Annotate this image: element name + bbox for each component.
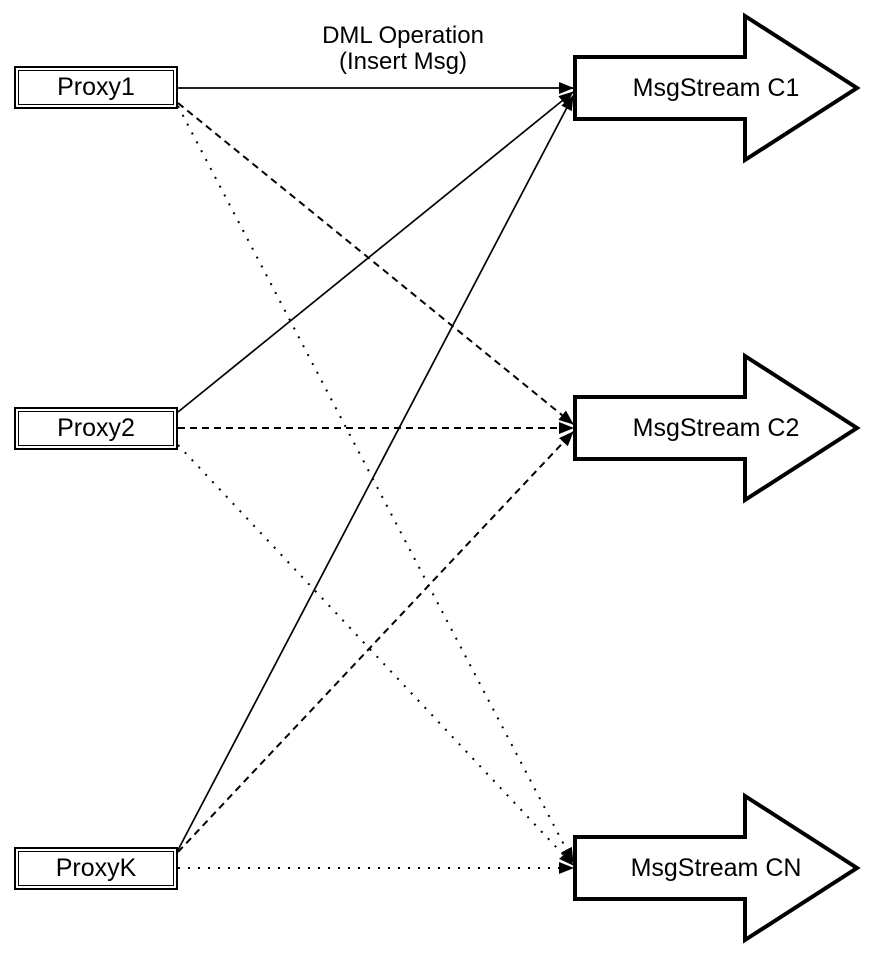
msgstream-c1-label: MsgStream C1 [632, 73, 800, 102]
proxy2-label: Proxy2 [57, 414, 135, 442]
edge-proxy2-cn [177, 444, 574, 866]
msgstream-cn-label: MsgStream CN [630, 853, 802, 882]
msgstream-c2-arrow [573, 352, 861, 504]
proxy1-label: Proxy1 [57, 73, 135, 101]
proxy1-box: Proxy1 [14, 66, 178, 109]
dml-operation-label: DML Operation (Insert Msg) [288, 23, 518, 75]
edge-proxyK-c2 [177, 431, 574, 853]
dml-operation-label-line2: (Insert Msg) [338, 48, 467, 75]
msgstream-cn-label-box: MsgStream CN [575, 837, 857, 899]
msgstream-c2-label: MsgStream C2 [632, 413, 800, 442]
msgstream-c1-arrow [573, 12, 861, 164]
msgstream-c1-label-box: MsgStream C1 [575, 57, 857, 119]
edge-proxy1-c2 [177, 102, 574, 425]
msgstream-c2-label-box: MsgStream C2 [575, 397, 857, 459]
proxyK-label: ProxyK [55, 854, 137, 882]
msgstream-cn-arrow [573, 792, 861, 944]
edge-proxy1-cn [177, 105, 574, 863]
proxyK-box: ProxyK [14, 847, 178, 890]
edge-proxyK-c1 [177, 95, 574, 851]
connector-lines [177, 82, 574, 874]
dml-operation-label-line1: DML Operation [322, 22, 484, 49]
proxy2-box: Proxy2 [14, 407, 178, 450]
edge-proxy2-c1 [177, 91, 574, 413]
